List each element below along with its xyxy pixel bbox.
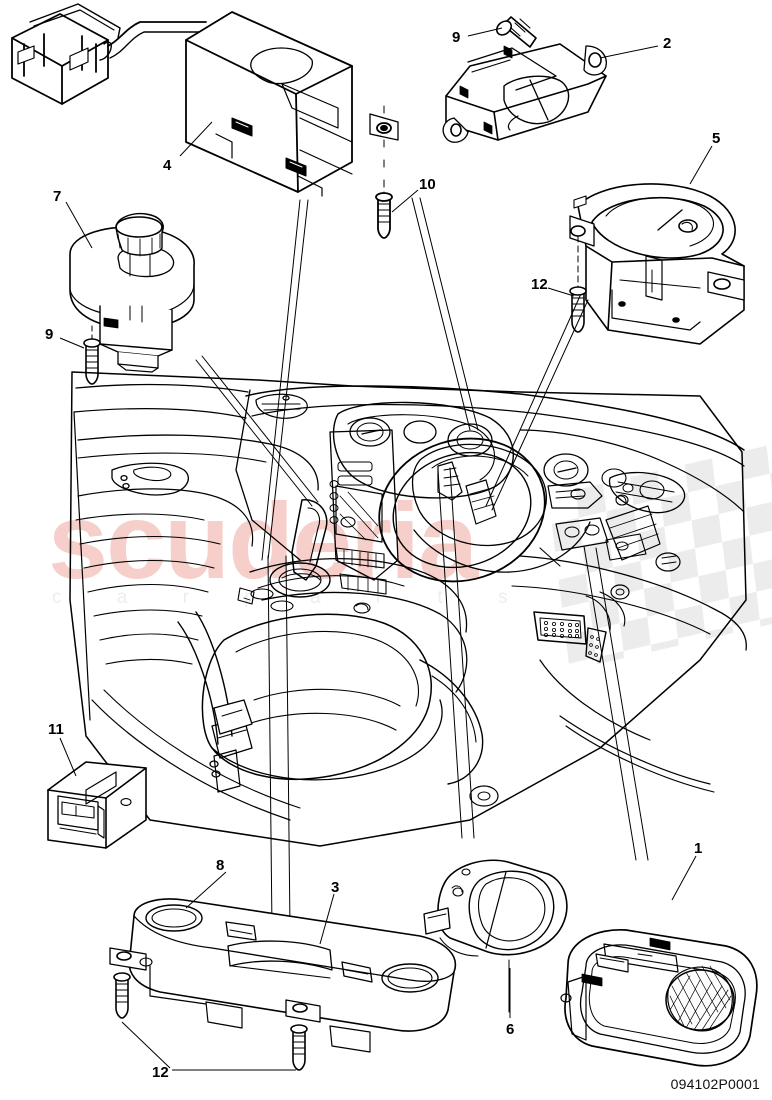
callout-7: 7: [53, 188, 62, 205]
part-11-module: [47, 761, 147, 849]
seat: [201, 613, 499, 807]
callout-10: 10: [419, 176, 436, 193]
screw-12-console-right: [290, 1024, 308, 1071]
callout-9b: 9: [45, 326, 54, 343]
callout-9a: 9: [452, 29, 461, 46]
part-3-8-console-switch-panel: [109, 898, 457, 1071]
steering-wheel: [378, 437, 661, 600]
part-7-knob-switch: [69, 212, 195, 385]
callout-2: 2: [663, 35, 672, 52]
part-6-switch: [423, 859, 568, 1013]
screw-12-console-left: [113, 972, 131, 1019]
part-5-shifter-module: [569, 183, 745, 345]
part-1-rotary-switch: [560, 929, 758, 1067]
callout-6: 6: [506, 1021, 515, 1038]
part-2-module: [442, 16, 607, 143]
part-4-control-module: [11, 3, 399, 239]
screw-10: [375, 192, 393, 239]
callout-5: 5: [712, 130, 721, 147]
callout-11: 11: [48, 721, 64, 738]
screw-9-left: [83, 338, 101, 385]
leader-lines: [195, 197, 649, 931]
car-interior-illustration: [69, 371, 747, 847]
diagram-part-number: 094102P0001: [670, 1076, 760, 1092]
callout-12a: 12: [531, 276, 548, 293]
callout-3: 3: [331, 879, 340, 896]
callout-8: 8: [216, 857, 225, 874]
screw-9-top: [495, 16, 537, 48]
callout-4: 4: [163, 157, 172, 174]
gear-lever: [269, 499, 331, 598]
seat-belt: [177, 611, 253, 793]
callout-12b: 12: [152, 1064, 169, 1081]
knurl-texture: [669, 965, 732, 1031]
callout-1: 1: [694, 840, 703, 857]
